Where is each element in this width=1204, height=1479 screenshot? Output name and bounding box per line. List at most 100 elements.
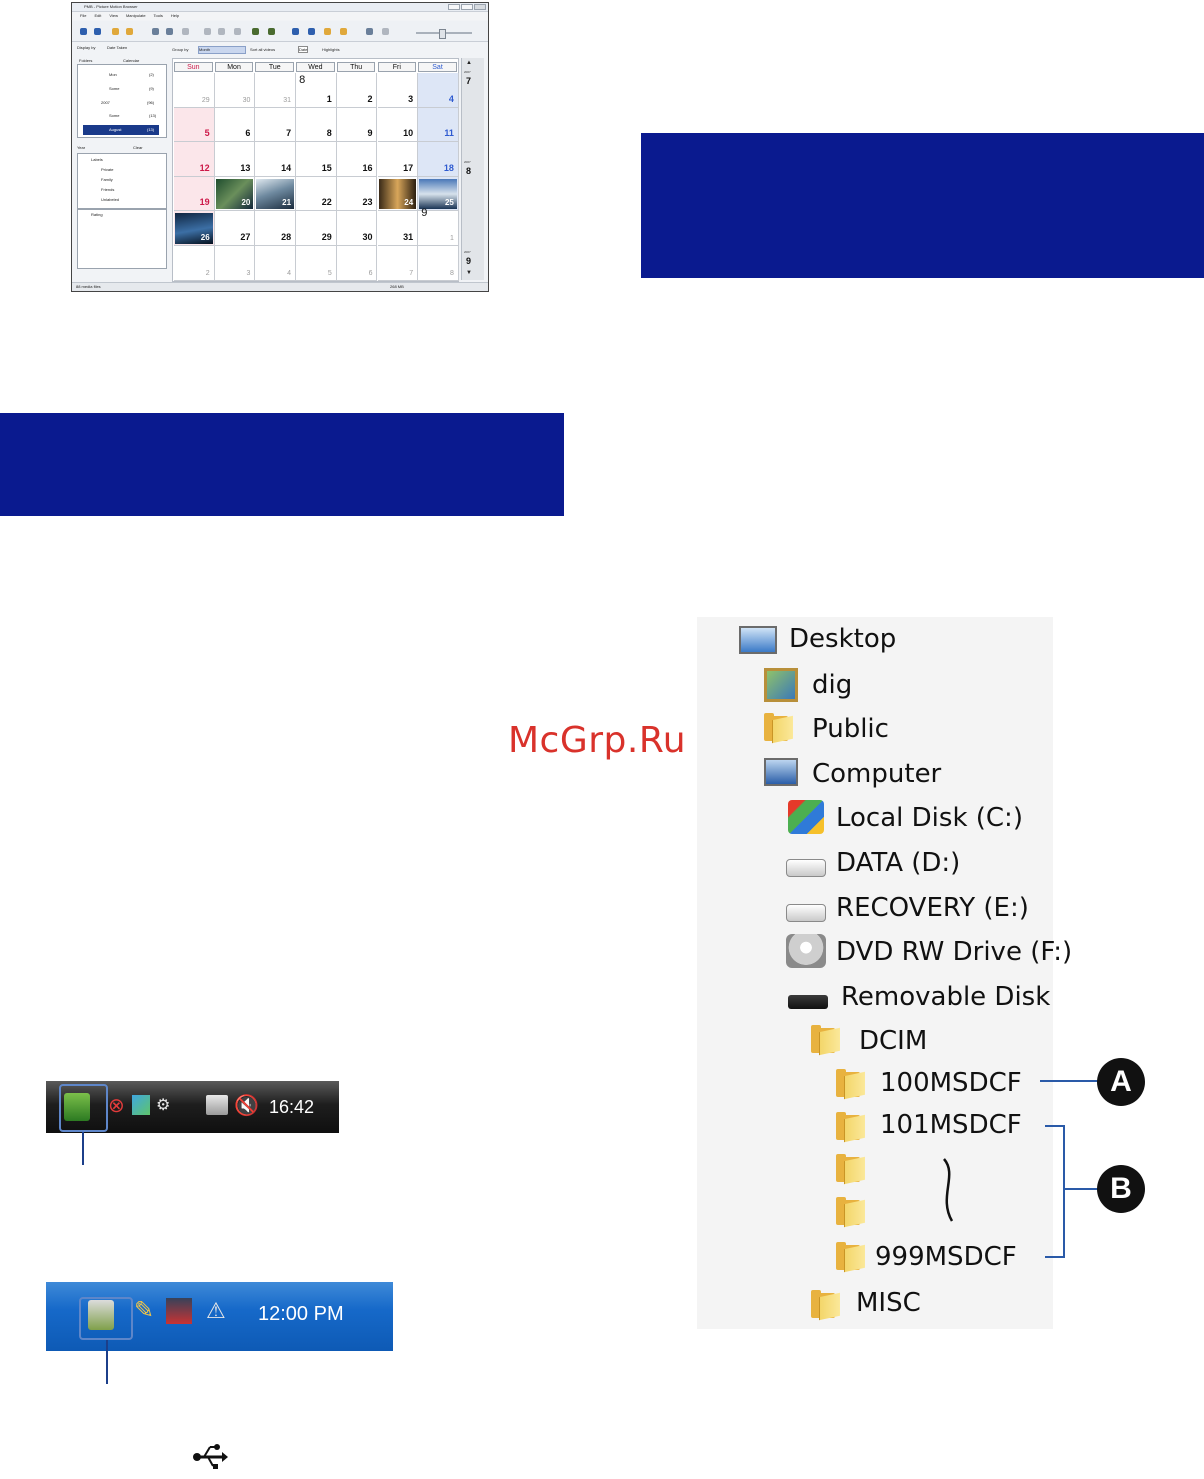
tree-item-dig[interactable]: dig [812, 670, 853, 700]
tree-item-999msdcf[interactable]: 999MSDCF [875, 1242, 1017, 1272]
photo-thumbnail[interactable] [419, 178, 457, 210]
speaker-muted-icon[interactable]: 🔇 [234, 1095, 259, 1117]
calendar-day[interactable]: 21 [255, 176, 297, 212]
menu-file[interactable]: File [80, 13, 87, 18]
security-alert-icon[interactable]: ⊗ [108, 1095, 125, 1117]
calendar-day[interactable]: 17 [377, 142, 419, 177]
tree-item-101msdcf[interactable]: 101MSDCF [880, 1110, 1022, 1140]
calendar-day[interactable]: 31 [255, 73, 297, 108]
network-disconnected-icon[interactable] [166, 1298, 192, 1324]
delete-icon[interactable] [234, 28, 241, 35]
calendar-day[interactable]: 13 [214, 142, 256, 177]
tree-item-public[interactable]: Public [812, 714, 889, 744]
zoom-slider-knob[interactable] [439, 29, 446, 39]
view-mode-icon[interactable] [382, 28, 389, 35]
key-icon[interactable]: ✎ [134, 1297, 155, 1324]
menu-manipulate[interactable]: Manipulate [125, 13, 146, 18]
tree-item-100msdcf[interactable]: 100MSDCF [880, 1068, 1022, 1098]
info-icon[interactable] [308, 28, 315, 35]
calendar-day[interactable]: 3 [377, 73, 419, 108]
clear-button[interactable]: Clear [133, 145, 143, 150]
menu-edit[interactable]: Edit [94, 13, 102, 18]
mail-icon[interactable] [324, 28, 331, 35]
calendar-day[interactable]: 30 [336, 211, 378, 246]
view-icon[interactable] [366, 28, 373, 35]
safely-remove-hardware-icon[interactable] [64, 1093, 90, 1121]
calendar-day[interactable]: 19 [174, 176, 215, 212]
calendar-day[interactable]: 18 [418, 142, 459, 177]
tab-calendar[interactable]: Calendar [123, 58, 140, 63]
rotate-left-icon[interactable] [204, 28, 211, 35]
maximize-button[interactable] [461, 4, 473, 10]
group-by-select[interactable]: Month [198, 46, 246, 54]
label-item[interactable]: Family [101, 177, 113, 182]
nav-month[interactable]: 9 [466, 256, 472, 266]
print-icon[interactable] [166, 28, 173, 35]
photo-thumbnail[interactable] [256, 178, 295, 210]
search-icon[interactable] [292, 28, 299, 35]
nav-month[interactable]: 7 [466, 76, 472, 86]
calendar-day[interactable]: 7 [377, 246, 419, 281]
disc-icon[interactable] [340, 28, 347, 35]
tree-item[interactable]: Some [109, 113, 120, 118]
calendar-day[interactable]: 3 [214, 246, 256, 281]
calendar-day[interactable]: 29 [296, 211, 337, 246]
tree-item-dvd-rw-f[interactable]: DVD RW Drive (F:) [836, 937, 1073, 967]
calendar-day[interactable]: 11 [418, 107, 459, 143]
folder-icon[interactable] [112, 28, 119, 35]
tree-item-selected[interactable]: August [109, 127, 122, 132]
calendar-day[interactable]: 26 [174, 211, 215, 246]
tree-item[interactable]: Mon [109, 72, 117, 77]
display-icon[interactable] [206, 1095, 228, 1115]
calendar-day[interactable]: 29 [174, 73, 215, 108]
calendar-day[interactable]: 31 [377, 211, 419, 246]
calendar-day[interactable]: 8 [418, 246, 459, 281]
calendar-day[interactable]: 5 [174, 107, 215, 143]
tree-item[interactable]: Some [109, 86, 120, 91]
tree-item-desktop[interactable]: Desktop [789, 624, 897, 654]
forward-icon[interactable] [94, 28, 101, 35]
back-icon[interactable] [80, 28, 87, 35]
calendar-day[interactable]: 20 [214, 176, 256, 212]
tree-item-data-d[interactable]: DATA (D:) [836, 848, 961, 878]
label-icon[interactable] [268, 28, 275, 35]
tree-item-misc[interactable]: MISC [856, 1288, 921, 1318]
calendar-day[interactable]: 2 [336, 73, 378, 108]
calendar-day[interactable]: 10 [377, 107, 419, 143]
photo-thumbnail[interactable] [215, 178, 254, 210]
calendar-day[interactable]: 16 [336, 142, 378, 177]
update-icon[interactable]: ⚙ [156, 1097, 171, 1114]
calendar-day[interactable]: 15 [296, 142, 337, 177]
tree-item-computer[interactable]: Computer [812, 759, 942, 789]
calendar-day[interactable]: 7 [255, 107, 297, 143]
slideshow-icon[interactable] [152, 28, 159, 35]
menu-help[interactable]: Help [170, 13, 180, 18]
selected-tree-item[interactable] [83, 125, 159, 135]
photo-thumbnail[interactable] [175, 213, 213, 244]
calendar-day[interactable]: 8 [296, 107, 337, 143]
label-item[interactable]: Friends [101, 187, 115, 192]
calendar-day[interactable]: 6 [214, 107, 256, 143]
menu-tools[interactable]: Tools [153, 13, 163, 18]
label-item[interactable]: Private [101, 167, 114, 172]
minimize-button[interactable] [448, 4, 460, 10]
label-item[interactable]: Unlabeled [101, 197, 120, 202]
calendar-day[interactable]: 23 [336, 176, 378, 212]
tree-item-dcim[interactable]: DCIM [859, 1026, 928, 1056]
tree-item[interactable]: 2007 [101, 100, 110, 105]
calendar-day[interactable]: 4 [418, 73, 459, 108]
display-by-value[interactable]: Date Taken [107, 45, 128, 50]
calendar-day[interactable]: 14 [255, 142, 297, 177]
calendar-day[interactable]: 2 [174, 246, 215, 281]
tree-item-removable-disk[interactable]: Removable Disk [841, 982, 1051, 1012]
calendar-day[interactable]: 5 [296, 246, 337, 281]
calendar-day[interactable]: 6 [336, 246, 378, 281]
network-icon[interactable] [132, 1095, 150, 1115]
tree-item-local-disk-c[interactable]: Local Disk (C:) [836, 803, 1023, 833]
sort-select[interactable]: Date [298, 46, 309, 53]
nav-month[interactable]: 8 [466, 166, 472, 176]
calendar-day[interactable]: 27 [214, 211, 256, 246]
rating-label[interactable]: Rating [91, 212, 103, 217]
